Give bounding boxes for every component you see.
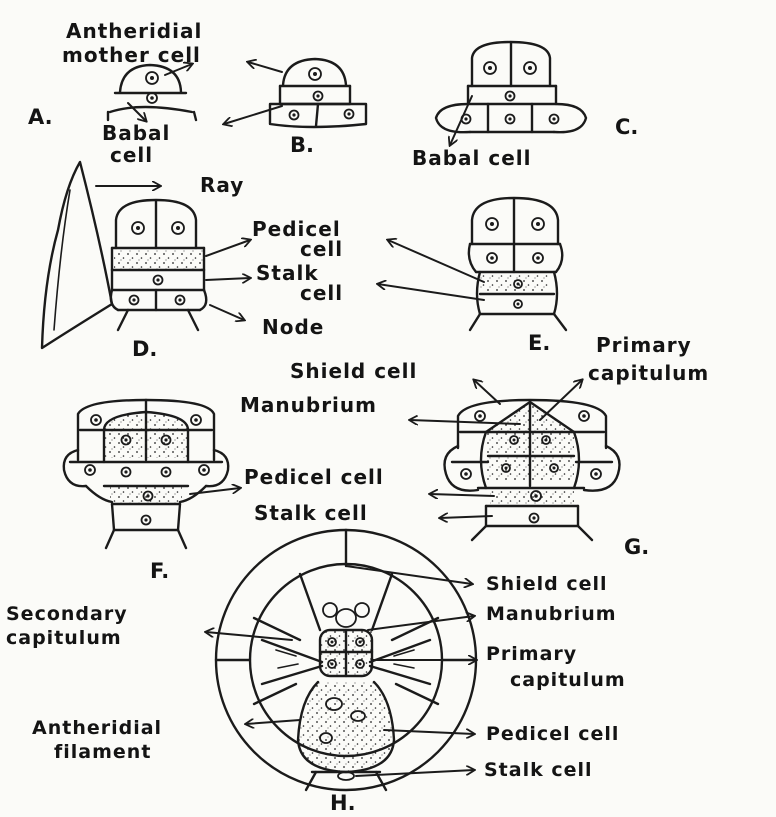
figure-c-tag: C. (615, 115, 638, 139)
primary-capitulum-label-h-2: capitulum (510, 669, 626, 691)
figure-b-tag: B. (290, 133, 314, 157)
figure-a: Antheridial mother cell Babal cell A. (28, 19, 202, 167)
figure-b: B. (224, 59, 366, 157)
antheridial-filament-label-h-2: filament (54, 741, 151, 763)
secondary-capitulum-label-h: Secondary (6, 603, 128, 625)
antheridial-mother-cell-label-2: mother cell (62, 43, 201, 67)
primary-capitulum-label-g: Primary (596, 333, 692, 357)
figure-d-tag: D. (132, 337, 157, 361)
figure-c: Babal cell C. (412, 42, 638, 170)
basal-cell-label-2: cell (110, 143, 153, 167)
antheridial-filament-label-h: Antheridial (32, 717, 162, 739)
primary-capitulum-label-g-2: capitulum (588, 361, 709, 385)
stalk-cell-label-h: Stalk cell (484, 759, 593, 781)
shield-cell-label-h: Shield cell (486, 573, 608, 595)
node-label: Node (262, 315, 324, 339)
secondary-capitulum-label-h-2: capitulum (6, 627, 122, 649)
figure-g: Shield cell Primary capitulum Manubrium … (240, 333, 709, 559)
figure-e: E. (378, 198, 566, 355)
figure-f-tag: F. (150, 559, 169, 583)
figure-f: F. (64, 400, 240, 583)
ray-label: Ray (200, 173, 244, 197)
stalk-cell-label-d-2: cell (300, 281, 343, 305)
antheridial-mother-cell-label: Antheridial (66, 19, 202, 43)
figure-d: Ray Pedicel cell Stalk cell Node D. (42, 162, 343, 361)
figure-e-tag: E. (528, 331, 550, 355)
manubrium-label-h: Manubrium (486, 603, 617, 625)
basal-cell-label: Babal (102, 121, 170, 145)
figure-h: Shield cell Secondary capitulum Manubriu… (6, 530, 626, 815)
manubrium-label-g: Manubrium (240, 393, 377, 417)
figure-h-tag: H. (330, 791, 356, 815)
pedicel-cell-label-g: Pedicel cell (244, 465, 384, 489)
pedicel-cell-label-d-2: cell (300, 237, 343, 261)
pedicel-cell-label-h: Pedicel cell (486, 723, 619, 745)
stalk-cell-label-g: Stalk cell (254, 501, 368, 525)
figure-a-tag: A. (28, 105, 53, 129)
figure-g-tag: G. (624, 535, 649, 559)
basal-cell-label-c: Babal cell (412, 146, 532, 170)
shield-cell-label-g: Shield cell (290, 359, 417, 383)
primary-capitulum-label-h: Primary (486, 643, 577, 665)
